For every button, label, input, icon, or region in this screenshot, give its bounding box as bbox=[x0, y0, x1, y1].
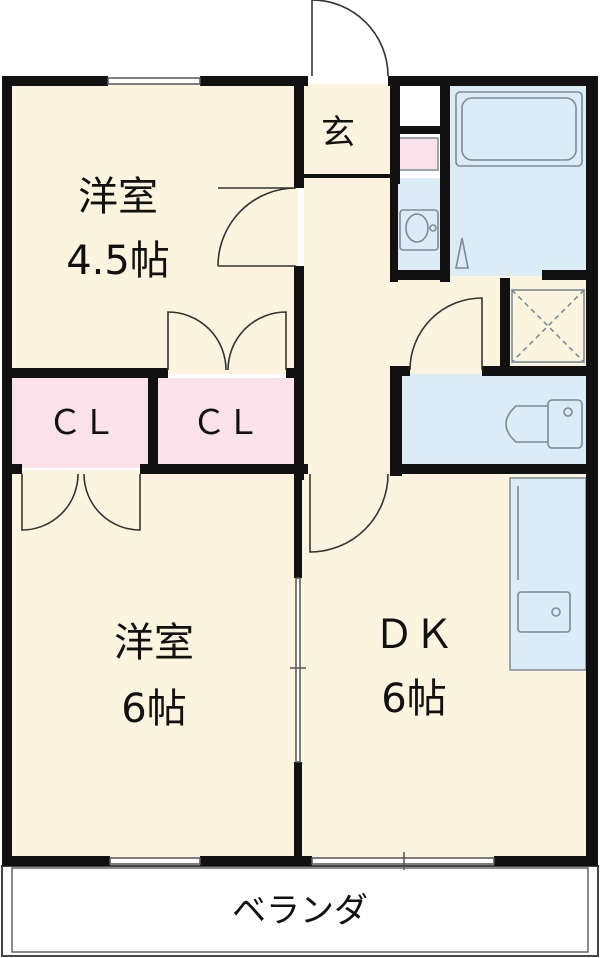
window-bottom-left bbox=[109, 857, 201, 865]
wall-dk-top bbox=[392, 464, 598, 474]
entrance-label: 玄 bbox=[321, 113, 355, 153]
shower-icon bbox=[455, 237, 469, 269]
wall-closet-bottom-mid bbox=[140, 464, 308, 474]
dk-door-swing bbox=[309, 473, 389, 553]
western-room-small-name: 洋室 bbox=[78, 174, 158, 220]
labels: 洋室 4.5帖 ＣＬ ＣＬ 玄 洋室 6帖 ＤＫ 6帖 ベランダ bbox=[48, 113, 454, 931]
wall-washbasin-left bbox=[390, 170, 398, 282]
window-bottom-right bbox=[311, 857, 495, 865]
closet-left-floor bbox=[12, 378, 150, 468]
toilet-room-floor bbox=[400, 374, 588, 468]
closet-left-label: ＣＬ bbox=[48, 403, 116, 443]
kitchen-drain-icon bbox=[551, 607, 561, 617]
wall-washing-left bbox=[500, 278, 510, 374]
dining-kitchen-size: 6帖 bbox=[381, 676, 446, 722]
balcony-floor bbox=[1, 865, 599, 957]
bathroom-floor bbox=[448, 82, 588, 276]
western-room-large-name: 洋室 bbox=[114, 620, 194, 666]
fixtures bbox=[399, 91, 585, 633]
closet-right-door-right bbox=[227, 311, 287, 371]
bathtub bbox=[455, 91, 583, 167]
washing-machine-cross-2 bbox=[511, 289, 585, 363]
wall-top-mid bbox=[200, 76, 308, 86]
balcony bbox=[1, 865, 599, 957]
washing-machine-space bbox=[511, 289, 585, 363]
wall-bathroom-left bbox=[440, 76, 450, 282]
wall-western-small-right-top bbox=[294, 76, 304, 188]
western-small-door-swing bbox=[217, 187, 297, 267]
toilet-button-icon bbox=[563, 407, 573, 417]
washbasin-bowl bbox=[405, 213, 429, 243]
entrance-door-swing bbox=[311, 0, 389, 77]
closet-left-door-left bbox=[21, 473, 79, 531]
window-top bbox=[107, 77, 201, 85]
wall-closet-top-left bbox=[2, 368, 168, 378]
closet-right-door-left bbox=[167, 311, 227, 371]
wall-stub-top bbox=[398, 126, 444, 134]
kitchen-sink bbox=[517, 591, 571, 633]
closet-left-door-right bbox=[83, 473, 141, 531]
wall-closet-divider bbox=[148, 370, 158, 474]
entrance-floor bbox=[304, 82, 396, 182]
wall-entrance-step bbox=[304, 174, 394, 178]
balcony-label: ベランダ bbox=[232, 891, 368, 931]
washbasin bbox=[399, 209, 439, 251]
washing-machine-cross-1 bbox=[511, 289, 585, 363]
bathtub-inner bbox=[461, 97, 577, 161]
toilet-bowl bbox=[505, 405, 548, 443]
kitchen-counter bbox=[509, 477, 587, 671]
balcony-railing bbox=[11, 867, 589, 953]
wall-bathroom-bottom-right bbox=[542, 270, 598, 280]
wall-bathroom-bottom bbox=[398, 270, 448, 280]
wall-bottom-mid bbox=[200, 856, 312, 866]
wall-toilet-top-right bbox=[482, 366, 598, 376]
toilet-door-swing bbox=[409, 297, 483, 371]
toilet-tank bbox=[547, 399, 583, 449]
faucet-icon bbox=[429, 224, 437, 232]
doors bbox=[21, 0, 483, 553]
western-room-large-floor bbox=[10, 470, 300, 862]
wall-bottom-right bbox=[494, 856, 598, 866]
dining-kitchen-name: ＤＫ bbox=[374, 612, 454, 658]
closet-right-label: ＣＬ bbox=[192, 403, 260, 443]
wall-western-large-right-top bbox=[294, 470, 302, 578]
wall-toilet-top-left bbox=[390, 366, 410, 376]
windows bbox=[107, 77, 495, 870]
wall-toilet-left bbox=[390, 368, 402, 476]
wall-bottom-left bbox=[2, 856, 110, 866]
wall-entrance-right bbox=[390, 76, 400, 184]
western-room-small-size: 4.5帖 bbox=[66, 238, 170, 284]
wall-top-left bbox=[2, 76, 108, 86]
wall-closet-bottom-left bbox=[2, 464, 22, 474]
shoe-cabinet bbox=[395, 137, 439, 171]
floors bbox=[10, 82, 588, 862]
walls bbox=[2, 76, 598, 866]
western-room-large-size: 6帖 bbox=[121, 686, 186, 732]
western-room-small-floor bbox=[10, 82, 298, 374]
wall-closet-top-right bbox=[286, 368, 302, 378]
sliding-door-partition bbox=[295, 577, 301, 763]
closet-right-floor bbox=[156, 378, 298, 468]
wall-top-right bbox=[388, 76, 598, 86]
wall-western-large-right-bottom bbox=[294, 762, 302, 864]
